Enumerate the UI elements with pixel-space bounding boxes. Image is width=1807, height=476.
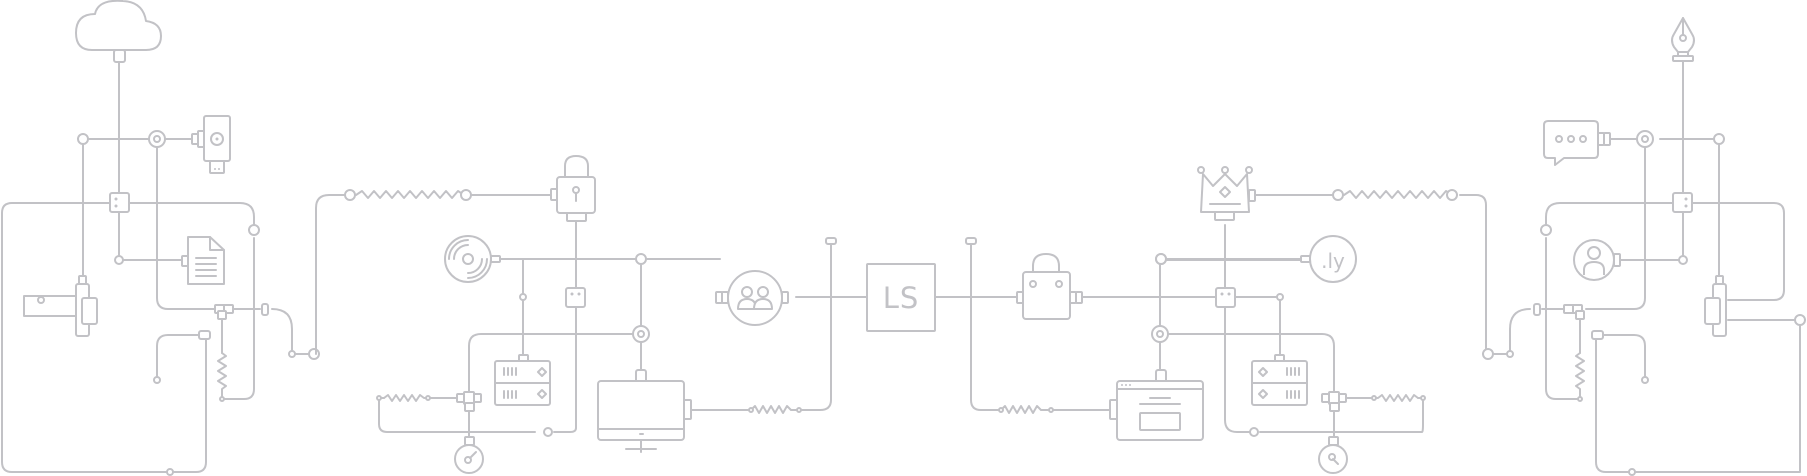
left-cluster [1,0,320,476]
center-right-cluster: .ly [965,166,1487,474]
music-disc-icon [444,235,501,283]
connector-plug [198,303,269,340]
junction-box [565,287,586,308]
padlock-icon [550,155,596,222]
server-icon [494,354,551,406]
server-icon [1251,354,1308,406]
center-hub: LS [866,263,1018,332]
handheld-device-icon [1704,275,1727,337]
center-left-cluster [315,155,867,474]
junction-box [109,192,130,213]
crown-icon [1197,166,1256,221]
badge-ly-icon: .ly [1164,235,1357,283]
cloud-icon [75,0,162,51]
document-icon [181,236,225,285]
junction-box [1672,192,1693,213]
shopping-bag-icon [1016,253,1083,320]
browser-window-icon [1109,369,1204,441]
usb-device-icon [191,115,231,174]
badge-ly-text: .ly [1321,249,1345,273]
right-cluster [1482,17,1806,476]
users-icon [715,270,789,326]
monitor-icon [597,369,692,450]
stopwatch-icon [1318,436,1348,474]
user-avatar-icon [1573,239,1621,281]
pen-nib-icon [1671,17,1695,62]
handheld-device-icon [75,275,98,337]
chat-bubble-icon [1543,120,1611,166]
junction-box [1215,287,1236,308]
center-logo-text: LS [883,281,920,315]
stopwatch-icon [454,436,484,474]
